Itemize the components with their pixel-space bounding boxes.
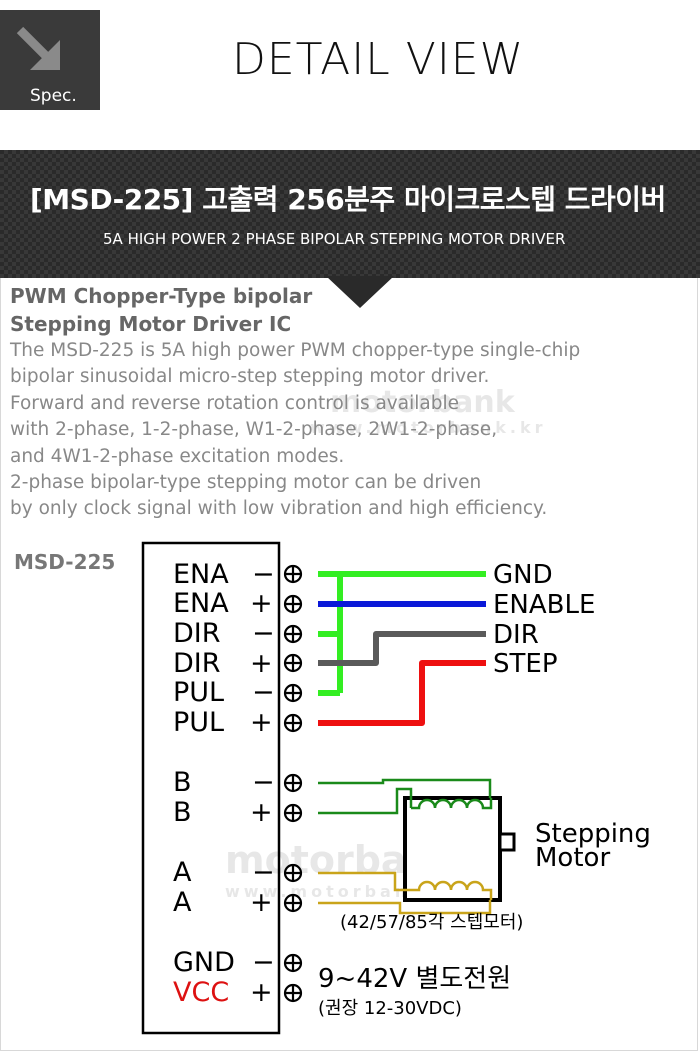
header-band: [MSD-225] 고출력 256분주 마이크로스텝 드라이버 5A HIGH … <box>0 150 700 278</box>
power-label: 9~42V 별도전원 <box>318 964 511 994</box>
terminal-screw-icon <box>283 683 303 703</box>
terminal-label: PUL <box>173 707 224 738</box>
intro-body-line: and 4W1-2-phase excitation modes. <box>10 445 345 467</box>
motor-note: (42/57/85각 스텝모터) <box>340 912 523 933</box>
intro-body-line: Forward and reverse rotation control is … <box>10 392 459 414</box>
watermark-url-lower: www.motorbank.kr <box>225 882 462 901</box>
intro-body-line: with 2-phase, 1-2-phase, W1-2-phase, 2W1… <box>10 419 498 441</box>
watermark-url: www.motorbank.kr <box>310 418 547 437</box>
wiring-diagram: ENA − ENA + DIR − DIR + PUL − PUL + B − … <box>141 541 651 1035</box>
terminal-label: B <box>173 797 192 828</box>
a-coil-icon <box>411 880 493 900</box>
terminal-polarity: − <box>252 857 275 888</box>
intro-body-line: by only clock signal with low vibration … <box>10 498 548 520</box>
page-title: DETAIL VIEW <box>232 34 525 85</box>
b-coil-wire <box>318 778 492 815</box>
signal-dir: DIR <box>493 620 539 650</box>
power-note: (권장 12-30VDC) <box>318 998 462 1019</box>
terminal-screw-icon <box>283 653 303 673</box>
terminal-label: A <box>173 857 192 888</box>
arrow-down-right-icon <box>16 26 60 70</box>
signal-gnd: GND <box>493 560 553 590</box>
terminal-screw-icon <box>283 594 303 614</box>
terminal-polarity: − <box>252 618 275 649</box>
motor-label-line: Motor <box>535 843 610 873</box>
terminal-polarity: + <box>250 977 273 1008</box>
terminal-label: A <box>173 887 192 918</box>
dir-wire <box>318 631 486 666</box>
signal-enable: ENABLE <box>493 590 595 620</box>
terminal-polarity: + <box>250 588 273 619</box>
terminal-polarity: + <box>250 707 273 738</box>
terminal-polarity: − <box>252 947 275 978</box>
terminal-polarity: − <box>252 559 275 590</box>
signal-step: STEP <box>493 649 558 679</box>
terminal-label: DIR <box>173 648 221 679</box>
motor-label-line: Stepping <box>535 819 651 849</box>
header-notch <box>326 276 394 308</box>
terminal-polarity: − <box>252 677 275 708</box>
terminal-label: PUL <box>173 677 224 708</box>
terminal-polarity: + <box>250 797 273 828</box>
terminal-polarity: + <box>250 887 273 918</box>
model-label: MSD-225 <box>14 550 116 574</box>
terminal-screw-icon <box>283 803 303 823</box>
terminal-screw-icon <box>283 953 303 973</box>
product-subtitle: 5A HIGH POWER 2 PHASE BIPOLAR STEPPING M… <box>103 230 566 248</box>
spec-badge: Spec. <box>0 10 100 110</box>
terminal-label: ENA <box>173 588 229 619</box>
b-coil-icon <box>411 798 493 810</box>
content-frame <box>0 278 698 1051</box>
step-wire <box>318 660 486 726</box>
terminal-label: DIR <box>173 618 221 649</box>
intro-heading-line: PWM Chopper-Type bipolar <box>10 284 313 308</box>
product-title: [MSD-225] 고출력 256분주 마이크로스텝 드라이버 <box>30 183 666 216</box>
terminal-label: GND <box>173 947 235 978</box>
intro-body-line: 2-phase bipolar-type stepping motor can … <box>10 471 482 493</box>
intro-body-line: bipolar sinusoidal micro-step stepping m… <box>10 366 490 388</box>
intro-heading: PWM Chopper-Type bipolar Stepping Motor … <box>10 282 312 338</box>
watermark-logo: motorbank <box>330 385 515 420</box>
intro-body: The MSD-225 is 5A high power PWM chopper… <box>10 338 580 523</box>
terminal-screw-icon <box>283 624 303 644</box>
terminal-screw-icon <box>283 564 303 584</box>
terminal-screw-icon <box>283 983 303 1003</box>
motor-shaft <box>498 832 516 852</box>
terminal-screw-icon <box>283 893 303 913</box>
terminal-polarity: − <box>252 767 275 798</box>
a-coil-wire <box>318 871 492 915</box>
spec-label: Spec. <box>30 86 77 106</box>
terminal-label: B <box>173 767 192 798</box>
terminal-screw-icon <box>283 863 303 883</box>
motor-body <box>403 796 502 902</box>
driver-box <box>141 541 281 1035</box>
terminal-screw-icon <box>283 773 303 793</box>
intro-body-line: The MSD-225 is 5A high power PWM chopper… <box>10 340 581 361</box>
terminal-label: ENA <box>173 559 229 590</box>
terminal-screw-icon <box>283 713 303 733</box>
terminal-label-vcc: VCC <box>173 977 229 1008</box>
gnd-wire <box>318 571 486 696</box>
terminal-polarity: + <box>250 648 273 679</box>
intro-heading-line: Stepping Motor Driver IC <box>10 312 292 336</box>
